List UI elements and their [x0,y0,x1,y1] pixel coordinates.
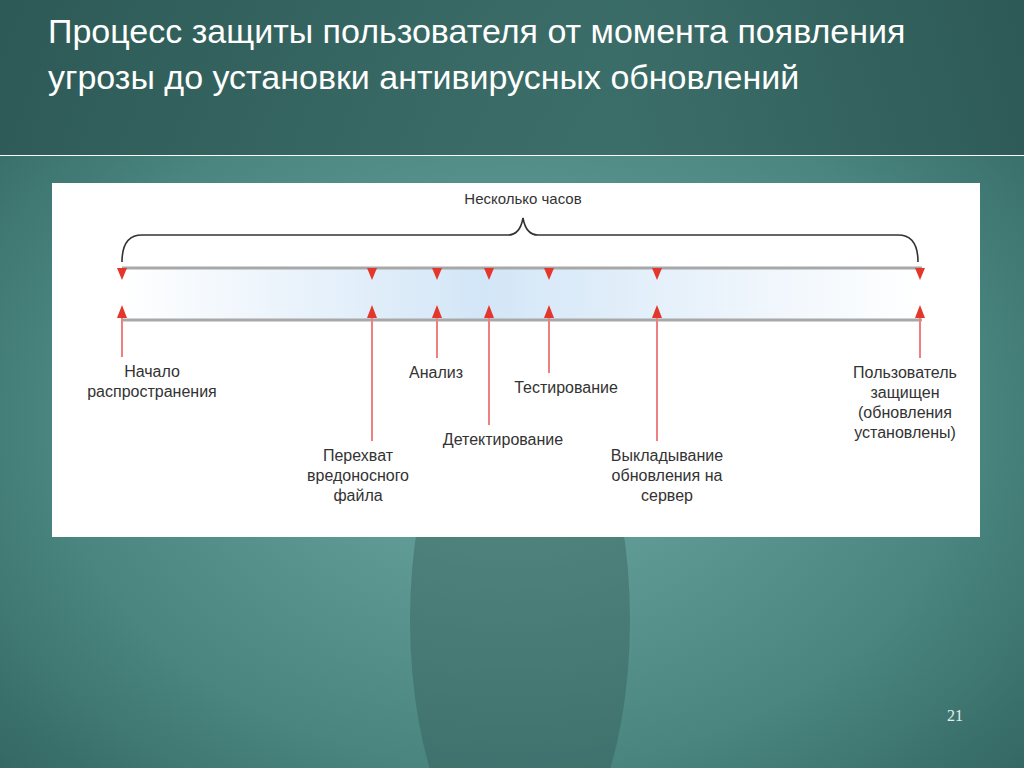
timeline-edge [122,319,922,322]
marker-down [117,268,127,280]
marker-down [484,268,494,280]
timeline-label: Анализ [391,363,481,383]
marker-up [544,305,554,318]
leader-line [121,318,123,357]
leader-line [371,318,373,441]
marker-down [432,268,442,280]
marker-down [544,268,554,280]
marker-down [652,268,662,280]
marker-down [915,268,925,280]
duration-label: Несколько часов [413,189,633,209]
marker-up [652,305,662,318]
marker-up [117,305,127,318]
page-number: 21 [925,706,985,726]
leader-line [919,318,921,358]
title-band [0,0,1024,155]
marker-up [432,305,442,318]
title-rule [0,155,1024,156]
timeline-label: Тестирование [496,378,636,398]
timeline-band [122,269,922,319]
diagram-panel [52,183,980,537]
leader-line [488,318,490,425]
timeline-label: Перехват вредоносного файла [296,446,421,506]
marker-down [367,268,377,280]
leader-line [548,318,550,373]
leader-line [656,318,658,441]
marker-up [367,305,377,318]
slide-title: Процесс защиты пользователя от момента п… [48,8,928,100]
timeline-label: Выкладывание обновления на сервер [600,446,735,506]
marker-up [915,305,925,318]
timeline-label: Детектирование [428,430,578,450]
duration-brace [122,218,918,262]
timeline-label: Пользователь защищен (обновления установ… [835,363,975,443]
timeline-label: Начало распространения [65,362,240,402]
leader-line [436,318,438,358]
timeline-edge [122,267,922,270]
timeline-markers [117,268,925,441]
marker-up [484,305,494,318]
